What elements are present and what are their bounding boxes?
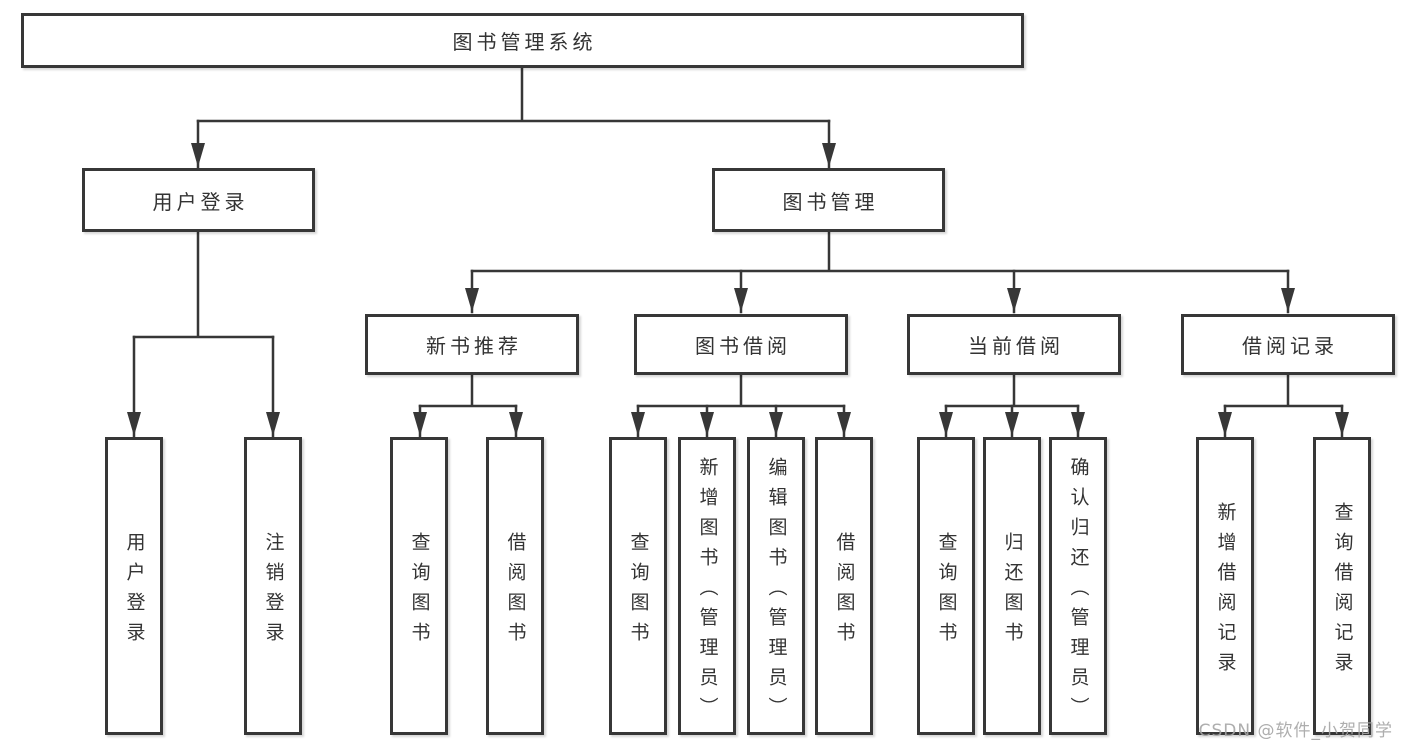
node-label: 新书推荐 — [426, 334, 522, 358]
node-label: 用户登录 — [123, 531, 146, 652]
node-label: 新增图书（管理员） — [696, 456, 719, 727]
node-label: 新增借阅记录 — [1214, 501, 1237, 682]
node-library-management-system: 图书管理系统 — [21, 13, 1024, 68]
node-user-login: 用户登录 — [82, 168, 315, 232]
leaf-newbooks-borrow-books: 借阅图书 — [486, 437, 544, 735]
node-label: 编辑图书（管理员） — [765, 456, 788, 727]
leaf-current-query-books: 查询图书 — [917, 437, 975, 735]
node-label: 借阅图书 — [504, 531, 527, 652]
node-label: 确认归还（管理员） — [1067, 456, 1090, 727]
node-borrowing-records: 借阅记录 — [1181, 314, 1395, 375]
node-label: 图书管理 — [782, 189, 879, 214]
node-label: 查询图书 — [627, 531, 650, 652]
leaf-borrow-books: 借阅图书 — [815, 437, 873, 735]
leaf-query-borrow-record: 查询借阅记录 — [1313, 437, 1371, 735]
node-current-borrowing: 当前借阅 — [907, 314, 1121, 375]
leaf-newbooks-query-books: 查询图书 — [390, 437, 448, 735]
leaf-borrowing-query-books: 查询图书 — [609, 437, 667, 735]
node-label: 借阅图书 — [833, 531, 856, 652]
node-label: 图书管理系统 — [452, 30, 597, 54]
csdn-watermark: CSDN @软件_小贺同学 — [1198, 721, 1393, 741]
leaf-confirm-return-admin: 确认归还（管理员） — [1049, 437, 1107, 735]
leaf-return-books: 归还图书 — [983, 437, 1041, 735]
node-book-management: 图书管理 — [712, 168, 945, 232]
node-label: 用户登录 — [152, 189, 249, 214]
leaf-logout-login: 注销登录 — [244, 437, 302, 735]
node-label: 查询图书 — [408, 531, 431, 652]
node-label: 注销登录 — [262, 531, 285, 652]
leaf-add-books-admin: 新增图书（管理员） — [678, 437, 736, 735]
node-label: 查询图书 — [935, 531, 958, 652]
node-label: 查询借阅记录 — [1331, 501, 1354, 682]
node-new-book-recommendation: 新书推荐 — [365, 314, 579, 375]
node-label: 归还图书 — [1001, 531, 1024, 652]
leaf-edit-books-admin: 编辑图书（管理员） — [747, 437, 805, 735]
node-label: 借阅记录 — [1242, 334, 1338, 358]
node-book-borrowing: 图书借阅 — [634, 314, 848, 375]
leaf-user-login: 用户登录 — [105, 437, 163, 735]
node-label: 当前借阅 — [968, 334, 1064, 358]
node-label: 图书借阅 — [695, 334, 791, 358]
leaf-add-borrow-record: 新增借阅记录 — [1196, 437, 1254, 735]
